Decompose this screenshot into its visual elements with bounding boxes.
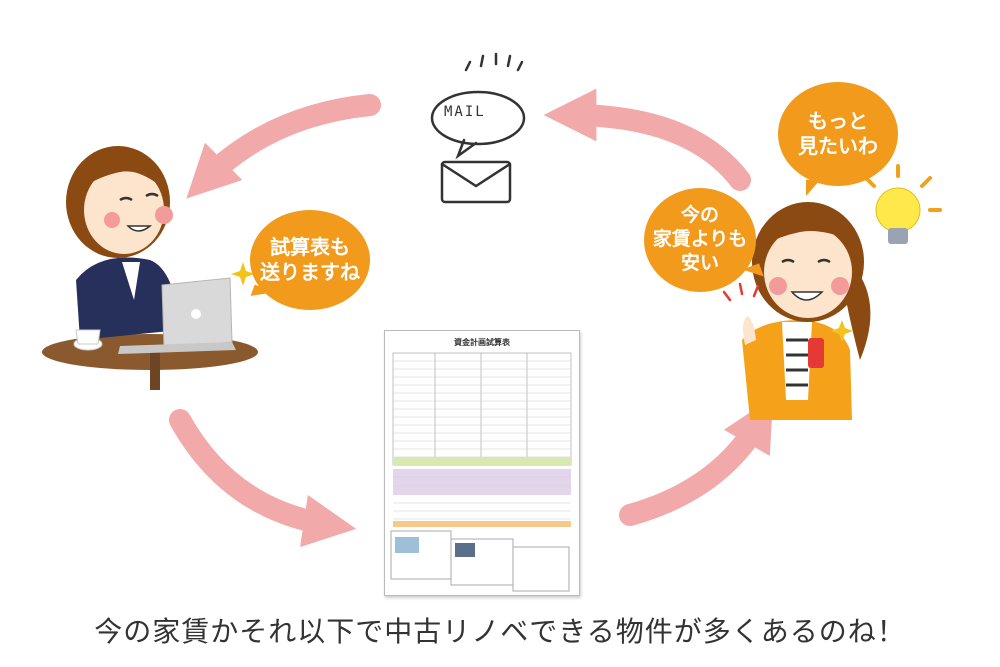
customer-woman-illustration	[722, 202, 871, 420]
arrow-agent-to-document	[169, 409, 357, 548]
mail-label: MAIL	[444, 104, 486, 120]
arrow-mail-to-woman	[186, 94, 381, 199]
agent-woman-illustration	[42, 146, 258, 390]
light-bulb-icon	[864, 164, 942, 244]
sparkle-icon	[231, 262, 853, 342]
document-title: 資金計画試算表	[454, 338, 510, 347]
envelope-icon	[430, 52, 526, 204]
document-table-graphic	[390, 352, 572, 592]
financial-plan-document: 資金計画試算表	[384, 330, 580, 596]
arrow-document-to-customer	[619, 397, 774, 526]
caption: 今の家賃かそれ以下で中古リノベできる物件が多くあるのね！	[94, 615, 906, 648]
speech-bubble-right-mid: 今の 家賃よりも 安い	[644, 188, 756, 292]
arrow-woman-to-mail	[543, 88, 751, 191]
speech-bubble-left: 試算表も 送りますね	[250, 210, 370, 310]
speech-bubble-right-top: もっと 見たいわ	[778, 82, 898, 196]
